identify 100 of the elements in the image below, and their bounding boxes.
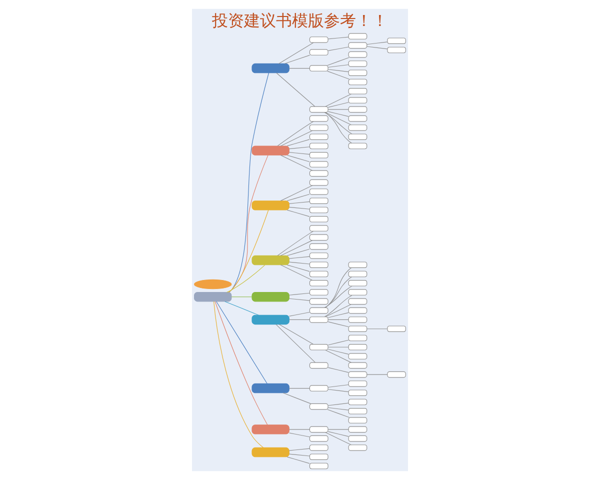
connector (325, 304, 352, 318)
connector (216, 301, 268, 384)
node-box (348, 371, 368, 378)
node-box (309, 188, 328, 195)
connector (324, 267, 352, 308)
connector (328, 64, 349, 68)
connector (328, 429, 349, 430)
connector (328, 431, 349, 437)
connector (286, 456, 310, 464)
connector (328, 346, 349, 348)
node-box (309, 316, 328, 323)
node-box (252, 314, 290, 325)
node-box (348, 33, 368, 40)
node-box (348, 380, 368, 387)
node-box (309, 216, 328, 222)
node-box (348, 444, 368, 451)
connector (328, 389, 349, 392)
connector (286, 210, 310, 217)
node-box (348, 60, 368, 67)
connector (214, 301, 264, 448)
node-box (348, 390, 368, 396)
node-box (348, 70, 368, 76)
connector (277, 230, 314, 256)
node-box (348, 78, 368, 86)
connector (214, 301, 268, 426)
node-box (309, 462, 328, 470)
connector (366, 46, 388, 50)
node-box (252, 200, 290, 210)
node-box (348, 262, 368, 268)
connector (288, 146, 310, 150)
connector (280, 185, 313, 202)
node-box (309, 362, 328, 369)
node-box (348, 417, 368, 424)
connector (276, 72, 316, 107)
node-box (252, 424, 290, 434)
connector (288, 454, 310, 456)
connector (280, 130, 313, 146)
connector (328, 348, 349, 354)
node-box (348, 298, 368, 305)
node-box (348, 316, 368, 323)
node-box (348, 398, 368, 406)
node-box (348, 426, 368, 433)
connector (328, 319, 349, 320)
node-box (309, 106, 328, 113)
connector (280, 154, 313, 171)
node-box (348, 142, 368, 150)
connector (278, 42, 314, 64)
connector (325, 94, 352, 107)
node-box (309, 65, 328, 72)
connector (288, 448, 310, 451)
node-box (309, 142, 328, 150)
connector (282, 392, 312, 404)
node-box (348, 115, 368, 122)
connector (328, 102, 349, 108)
connector (328, 367, 349, 373)
connector (288, 312, 310, 316)
connector (324, 286, 352, 308)
connector (328, 46, 349, 51)
node-box (348, 106, 368, 113)
node-box (348, 124, 368, 131)
node-box (309, 403, 328, 410)
node-box (309, 152, 328, 158)
node-box (252, 255, 290, 266)
connector (228, 210, 269, 292)
node-box (387, 326, 406, 332)
node-box (252, 146, 290, 156)
connector (228, 72, 270, 292)
connector (286, 139, 310, 146)
connector (288, 298, 310, 301)
node-box (348, 88, 368, 94)
connector (325, 112, 352, 126)
connector (328, 322, 349, 328)
node-box (252, 63, 290, 74)
node-box (348, 435, 368, 442)
connector (278, 324, 314, 345)
connector (288, 256, 310, 259)
connector (288, 292, 310, 296)
connector (327, 409, 350, 418)
connector (277, 121, 314, 146)
node-box (309, 170, 328, 177)
node-box (309, 206, 328, 214)
connector (328, 340, 349, 346)
connector (288, 262, 310, 264)
connector (366, 42, 388, 45)
connector (286, 154, 310, 162)
node-box (309, 270, 328, 278)
node-box (309, 198, 328, 204)
connector (288, 201, 310, 204)
node-box (348, 270, 368, 278)
connector (328, 407, 349, 410)
diagram-title: 投资建议书模版参考！！ (212, 11, 388, 30)
connector (366, 374, 388, 375)
node-box (348, 353, 368, 360)
connector (325, 432, 352, 446)
connector (286, 264, 310, 272)
connector (327, 70, 350, 80)
node-ellipse (194, 279, 232, 290)
node-box (348, 42, 368, 49)
node-box (309, 243, 328, 250)
connector (224, 301, 259, 316)
